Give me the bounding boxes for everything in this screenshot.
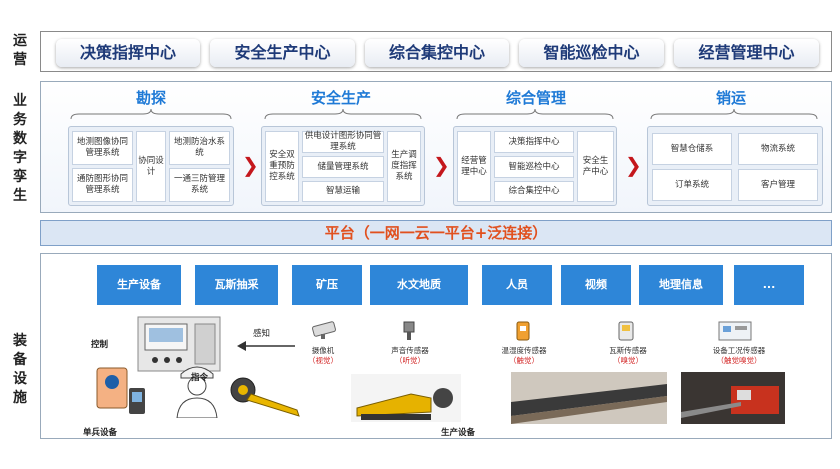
ops-center-inspection[interactable]: 智能巡检中心 xyxy=(519,39,664,67)
label-equipment: 装 备 设 施 xyxy=(13,333,27,406)
label-command: 指令 xyxy=(191,373,209,383)
group-title-zonghe: 综合管理 xyxy=(505,89,566,107)
arrow-3: ❯ xyxy=(625,153,642,177)
cell-power-design[interactable]: 供电设计图形协同管理系统 xyxy=(302,131,384,153)
humidity-sensor-icon xyxy=(516,321,530,341)
category-geo-info[interactable]: 地理信息 xyxy=(639,265,723,305)
arrow-2: ❯ xyxy=(433,153,450,177)
single-soldier-image xyxy=(96,367,145,414)
group-anquan: 安全双重预防控系统 供电设计图形协同管理系统 生产调度指挥系统 储量管理系统 智… xyxy=(261,126,425,206)
group-xiaoyun: 智慧仓储系 物流系统 订单系统 客户管理 xyxy=(647,126,823,206)
label-control: 控制 xyxy=(91,340,109,350)
condition-sensor-icon xyxy=(718,321,752,341)
sense-arrow xyxy=(237,341,295,351)
group-kancai: 地测图像协同管理系统 协同设计 地测防治水系统 通防图形协同管理系统 一通三防管… xyxy=(68,126,234,206)
cell-logistics[interactable]: 物流系统 xyxy=(738,133,818,165)
label-digital-twin: 业 务 数 字 孪 生 xyxy=(13,93,27,204)
group-title-kancai: 勘探 xyxy=(135,89,166,107)
cell-collab-design[interactable]: 协同设计 xyxy=(136,131,166,202)
cell-geo-image[interactable]: 地测图像协同管理系统 xyxy=(72,131,133,165)
cell-customers[interactable]: 客户管理 xyxy=(738,169,818,201)
ops-center-safety[interactable]: 安全生产中心 xyxy=(210,39,355,67)
category-video[interactable]: 视频 xyxy=(561,265,631,305)
ops-center-integrated[interactable]: 综合集控中心 xyxy=(365,39,509,67)
sensor-humidity-label: 温湿度传感器 （触觉） xyxy=(501,346,547,365)
cell-ventilation[interactable]: 通防图形协同管理系统 xyxy=(72,168,133,202)
label-sense: 感知 xyxy=(253,329,271,339)
category-hydrogeology[interactable]: 水文地质 xyxy=(370,265,468,305)
ops-center-decision[interactable]: 决策指挥中心 xyxy=(56,39,200,67)
group-zonghe: 经营管理中心 决策指挥中心 安全生产中心 智能巡检中心 综合集控中心 xyxy=(453,126,617,206)
control-panel-image xyxy=(137,316,221,372)
worker-image xyxy=(176,366,218,418)
label-single-soldier: 单兵设备 xyxy=(83,428,118,438)
cell-ops-mgmt[interactable]: 经营管理中心 xyxy=(457,131,491,202)
platform-bar: 平台（一网一云一平台+泛连接） xyxy=(40,220,832,246)
brace-xiaoyun xyxy=(650,108,818,120)
cell-smart-warehouse[interactable]: 智慧仓储系 xyxy=(652,133,732,165)
cell-one-vent-three[interactable]: 一通三防管理系统 xyxy=(169,168,230,202)
brace-kancai xyxy=(70,108,232,120)
category-personnel[interactable]: 人员 xyxy=(482,265,552,305)
label-ops: 运 营 xyxy=(13,33,27,68)
mine-vehicle-image xyxy=(681,372,785,424)
brace-zonghe xyxy=(456,108,614,120)
label-production-equipment: 生产设备 xyxy=(441,428,476,438)
sound-sensor-icon xyxy=(403,321,415,340)
sensor-gas-label: 瓦斯传感器 （嗅觉） xyxy=(609,346,647,365)
roadheader-image xyxy=(351,374,461,422)
category-mine-pressure[interactable]: 矿压 xyxy=(292,265,362,305)
gas-sensor-icon xyxy=(618,321,634,341)
arrow-1: ❯ xyxy=(242,153,259,177)
cell-smart-transport[interactable]: 智慧运输 xyxy=(302,181,384,202)
sensor-sound-label: 声音传感器 （听觉） xyxy=(391,346,429,365)
digital-twin-row: 勘探 安全生产 综合管理 销运 地测图像协同管理系统 协同设计 地测防治水系统 … xyxy=(40,81,832,213)
cell-geo-water[interactable]: 地测防治水系统 xyxy=(169,131,230,165)
camera-icon xyxy=(312,321,336,339)
cell-dispatch[interactable]: 生产调度指挥系统 xyxy=(387,131,421,202)
cell-orders[interactable]: 订单系统 xyxy=(652,169,732,201)
category-production-equipment[interactable]: 生产设备 xyxy=(97,265,181,305)
equipment-row: 生产设备 瓦斯抽采 矿压 水文地质 人员 视频 地理信息 ... 控制 感知 指… xyxy=(40,253,832,439)
boom-machine-image xyxy=(230,377,300,417)
category-more[interactable]: ... xyxy=(734,265,804,305)
brace-anquan xyxy=(264,108,422,120)
group-title-anquan: 安全生产 xyxy=(310,89,371,107)
cell-reserve-mgmt[interactable]: 储量管理系统 xyxy=(302,156,384,178)
cell-safety-prod[interactable]: 安全生产中心 xyxy=(577,131,614,202)
group-title-xiaoyun: 销运 xyxy=(715,89,746,107)
cell-integrated-ctrl[interactable]: 综合集控中心 xyxy=(494,181,574,202)
cell-dual-prevention[interactable]: 安全双重预防控系统 xyxy=(265,131,299,202)
ops-center-management[interactable]: 经营管理中心 xyxy=(674,39,819,67)
ops-centers-row: 决策指挥中心 安全生产中心 综合集控中心 智能巡检中心 经营管理中心 xyxy=(40,31,832,72)
conveyor-image xyxy=(511,372,667,424)
cell-smart-inspect[interactable]: 智能巡检中心 xyxy=(494,156,574,178)
cell-decision-cmd[interactable]: 决策指挥中心 xyxy=(494,131,574,153)
sensor-camera-label: 摄像机 （视觉） xyxy=(308,346,338,365)
category-gas-drainage[interactable]: 瓦斯抽采 xyxy=(195,265,278,305)
sensor-condition-label: 设备工况传感器 （触觉嗅觉） xyxy=(712,346,766,365)
